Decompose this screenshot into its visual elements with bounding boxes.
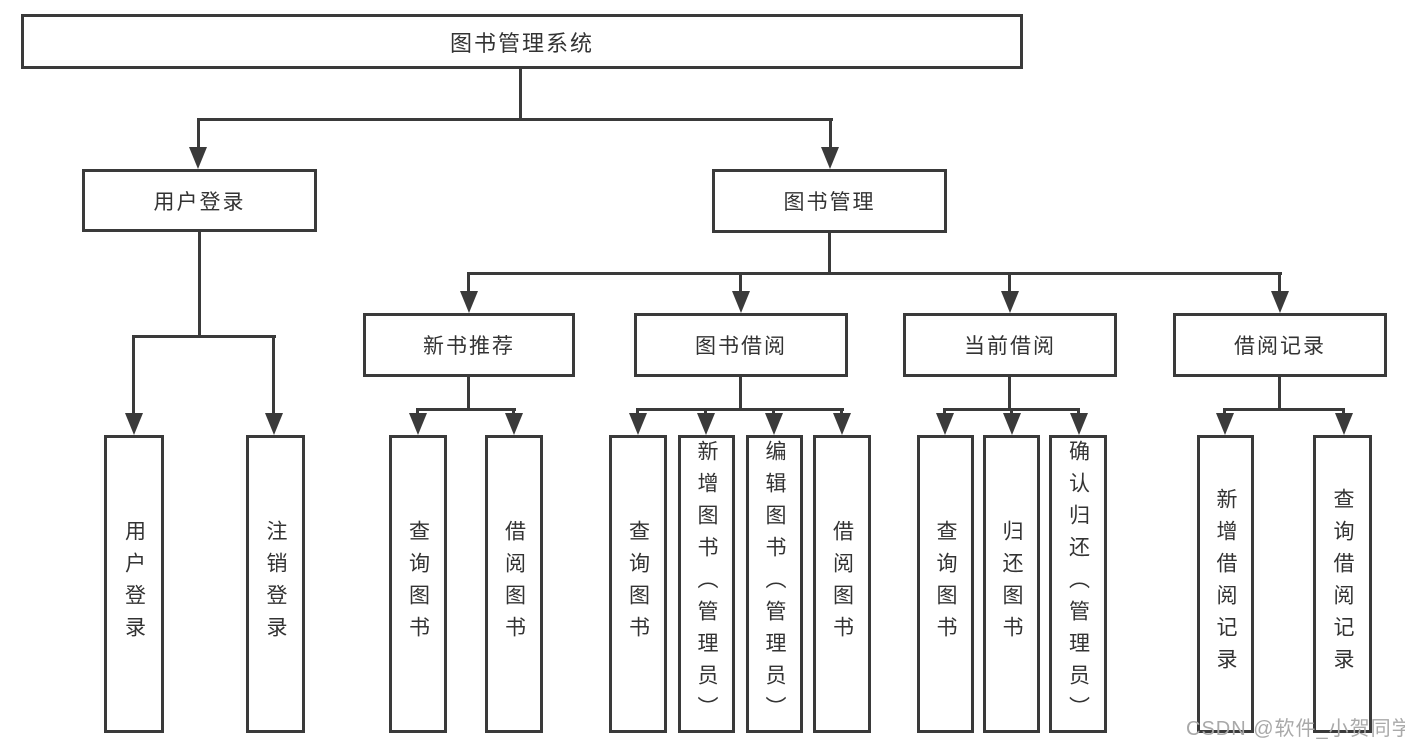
connector-stem — [1278, 272, 1281, 293]
connector-bookmgmt-trunk — [828, 233, 831, 275]
connector-stem — [132, 335, 135, 413]
connector-stem — [1077, 408, 1080, 416]
arrowhead-icon — [409, 413, 427, 435]
watermark-text: CSDN @软件_小贺同学 — [1186, 718, 1405, 740]
connector-trunk — [739, 377, 742, 410]
node-book-borrow: 图书借阅 — [634, 313, 848, 377]
arrowhead-icon — [189, 147, 207, 169]
connector-stem — [197, 118, 200, 149]
connector-stem — [1010, 408, 1013, 416]
leaf-user-login: 用户登录 — [104, 435, 164, 733]
connector-branch-borrow — [636, 408, 844, 411]
arrowhead-icon — [821, 147, 839, 169]
arrowhead-icon — [505, 413, 523, 435]
leaf-query-books-current: 查询图书 — [917, 435, 974, 733]
arrowhead-icon — [629, 413, 647, 435]
connector-stem — [772, 408, 775, 416]
connector-branch-userlogin — [132, 335, 276, 338]
node-new-book-recommend: 新书推荐 — [363, 313, 575, 377]
connector-stem — [829, 118, 832, 149]
arrowhead-icon — [1271, 291, 1289, 313]
connector-stem — [1342, 408, 1345, 416]
arrowhead-icon — [265, 413, 283, 435]
connector-trunk — [1008, 377, 1011, 410]
leaf-return-books: 归还图书 — [983, 435, 1040, 733]
connector-userlogin-trunk — [198, 232, 201, 338]
leaf-borrow-books: 借阅图书 — [813, 435, 871, 733]
connector-trunk — [1278, 377, 1281, 410]
leaf-confirm-return-admin: 确认归还（管理员） — [1049, 435, 1107, 733]
arrowhead-icon — [697, 413, 715, 435]
node-user-login: 用户登录 — [82, 169, 317, 232]
connector-stem — [943, 408, 946, 416]
leaf-query-books-recommend: 查询图书 — [389, 435, 447, 733]
connector-stem — [1008, 272, 1011, 293]
arrowhead-icon — [765, 413, 783, 435]
arrowhead-icon — [1216, 413, 1234, 435]
leaf-add-books-admin: 新增图书（管理员） — [678, 435, 735, 733]
leaf-add-borrow-record: 新增借阅记录 — [1197, 435, 1254, 733]
connector-stem — [1223, 408, 1226, 416]
arrowhead-icon — [125, 413, 143, 435]
node-borrow-records: 借阅记录 — [1173, 313, 1387, 377]
connector-stem — [840, 408, 843, 416]
connector-stem — [704, 408, 707, 416]
connector-branch-level3 — [467, 272, 1282, 275]
connector-root-trunk — [519, 69, 522, 121]
arrowhead-icon — [833, 413, 851, 435]
connector-stem — [467, 272, 470, 293]
connector-stem — [636, 408, 639, 416]
connector-branch-records — [1223, 408, 1345, 411]
connector-stem — [416, 408, 419, 416]
arrowhead-icon — [1335, 413, 1353, 435]
connector-stem — [739, 272, 742, 293]
connector-stem — [512, 408, 515, 416]
leaf-edit-books-admin: 编辑图书（管理员） — [746, 435, 803, 733]
arrowhead-icon — [1001, 291, 1019, 313]
node-library-management-system: 图书管理系统 — [21, 14, 1023, 69]
connector-stem — [272, 335, 275, 413]
arrowhead-icon — [936, 413, 954, 435]
arrowhead-icon — [732, 291, 750, 313]
arrowhead-icon — [460, 291, 478, 313]
connector-branch-recommend — [416, 408, 516, 411]
node-current-borrow: 当前借阅 — [903, 313, 1117, 377]
arrowhead-icon — [1070, 413, 1088, 435]
leaf-query-borrow-record: 查询借阅记录 — [1313, 435, 1372, 733]
leaf-borrow-books-recommend: 借阅图书 — [485, 435, 543, 733]
arrowhead-icon — [1003, 413, 1021, 435]
connector-branch-level2 — [197, 118, 833, 121]
leaf-logout: 注销登录 — [246, 435, 305, 733]
connector-trunk — [467, 377, 470, 410]
node-book-management: 图书管理 — [712, 169, 947, 233]
leaf-query-books-borrow: 查询图书 — [609, 435, 667, 733]
